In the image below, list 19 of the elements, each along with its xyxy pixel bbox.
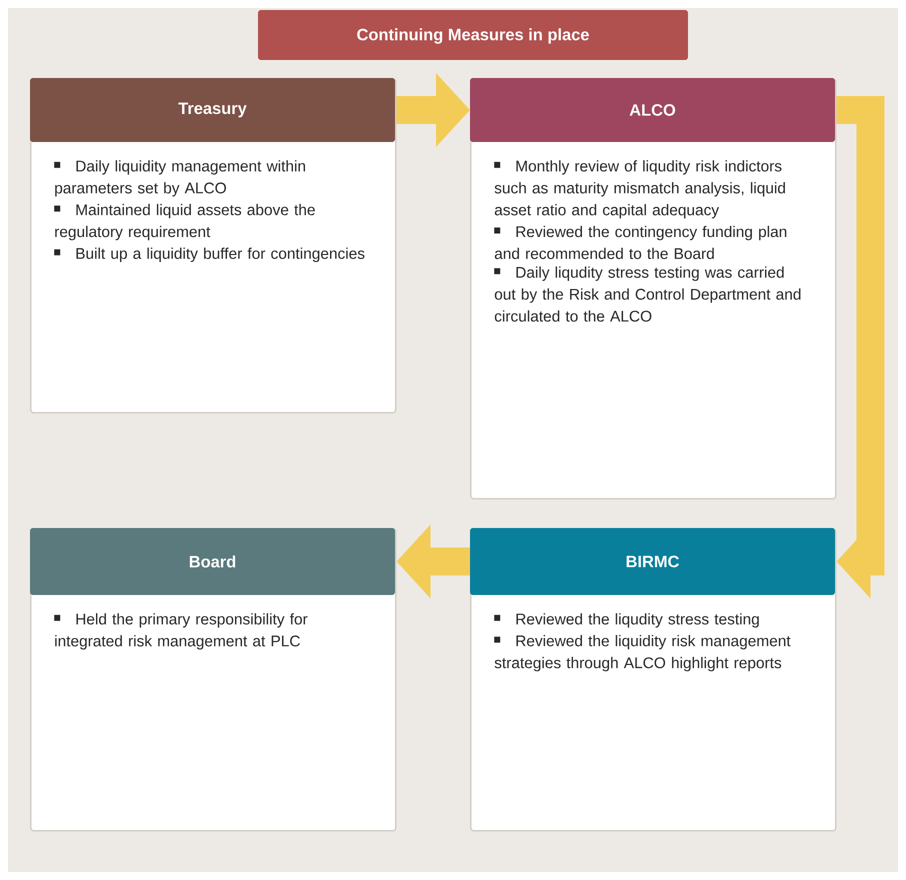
card-heading: BIRMC: [626, 556, 679, 568]
card-heading: ALCO: [630, 104, 676, 116]
bullet-item: Monthly review of liqudity risk indictors such as maturity mismatch analysis, liquid asset ratio and capital adequacy: [494, 160, 785, 218]
bullet-item: Reviewed the contingency funding plan and recommended to the Board: [494, 226, 786, 260]
bullet-item: Maintained liquid assets above the regulatory requirement: [54, 204, 315, 240]
card-heading: Board: [190, 555, 236, 568]
card: [30, 78, 396, 414]
card: [30, 528, 396, 832]
bullet-item: Held the primary responsibility for integrated risk management at PLC: [54, 613, 308, 650]
card: [470, 528, 836, 832]
bullet-item: Built up a liquidity buffer for contingencies: [54, 248, 364, 262]
card: [470, 78, 836, 500]
bullet-item: Reviewed the liqudity stress testing: [494, 613, 759, 628]
bullet-item: Reviewed the liquidity risk management strategies through ALCO highlight reports: [494, 635, 791, 672]
bullet-item: Daily liquidity management within parameters set by ALCO: [54, 160, 305, 196]
block-arrow: [836, 96, 884, 598]
bullet-item: Daily liqudity stress testing was carried out by the Risk and Control Department and circulated to the ALCO: [494, 266, 800, 322]
card-heading: Treasury: [178, 102, 247, 118]
title-banner: Continuing Measures in place: [258, 10, 688, 60]
